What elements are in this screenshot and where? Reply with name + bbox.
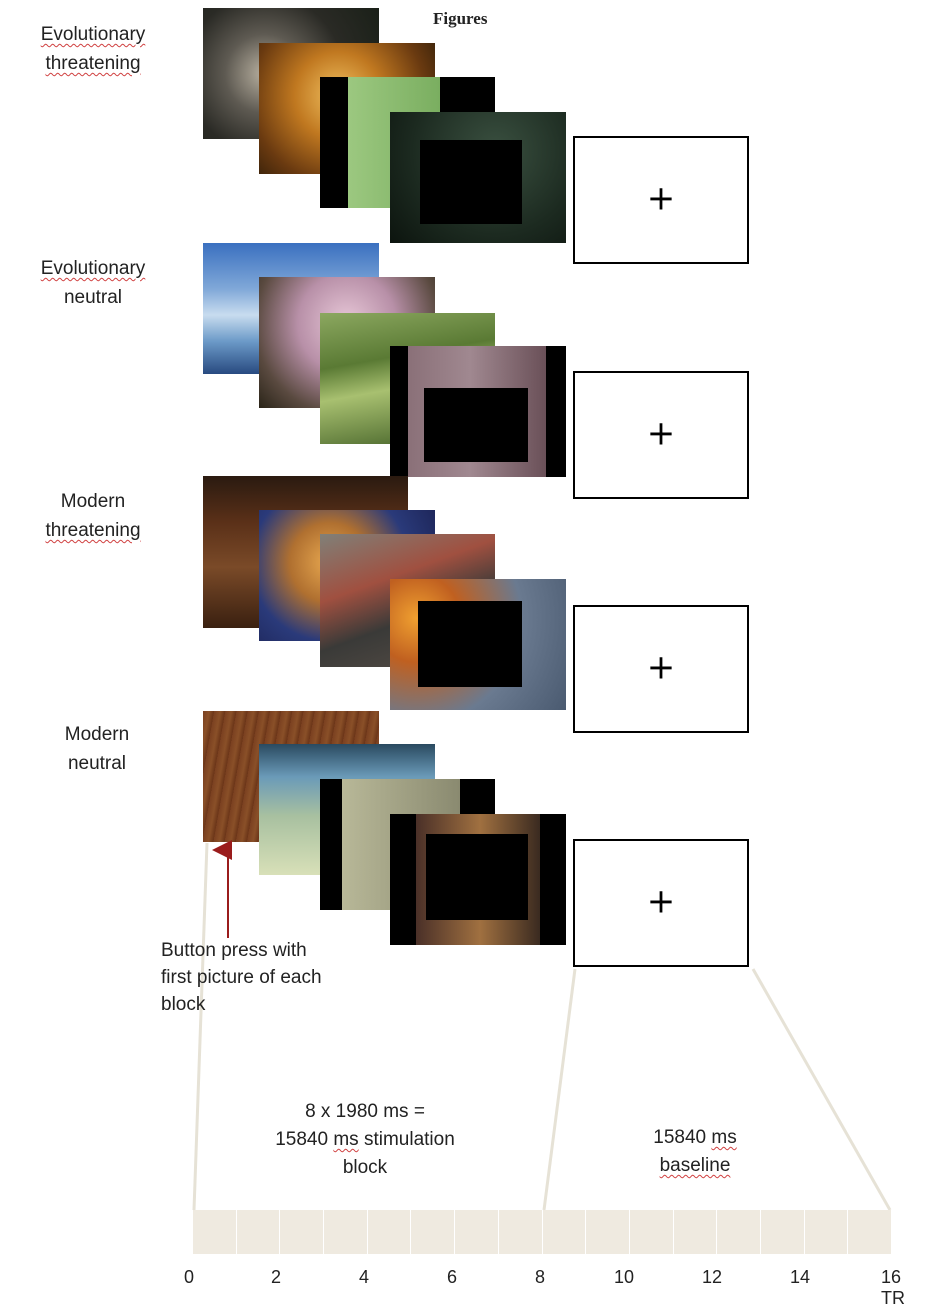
baseline-label: 15840 ms baseline [653, 1127, 737, 1176]
timeline-segment [280, 1210, 325, 1254]
stimulus-image-interior [390, 814, 566, 945]
fixation-cross-box: + [573, 839, 749, 967]
timeline-segment [629, 1210, 674, 1254]
timeline-segment [236, 1210, 281, 1254]
timeline-segment [586, 1210, 630, 1254]
timeline-segment [193, 1210, 237, 1254]
timeline-segment [411, 1210, 456, 1254]
axis-tick-label: 10 [613, 1267, 635, 1287]
stimulus-image-explosion [390, 579, 566, 710]
zoom-line-stim-left [192, 842, 209, 1211]
timeline-segment [455, 1210, 499, 1254]
timeline-segment [804, 1210, 849, 1254]
axis-tick-label: 12 [701, 1267, 723, 1287]
fixation-cross: + [646, 647, 676, 688]
timeline-bar [193, 1210, 891, 1254]
image-mask [420, 140, 522, 224]
stimulus-image-rocky-ground [390, 346, 566, 477]
figure-title: Figures [433, 9, 488, 28]
zoom-line-base-right [751, 968, 892, 1211]
axis-tick-label: 0 [183, 1267, 195, 1287]
timeline-segment [848, 1210, 891, 1254]
axis-tick-label: 6 [446, 1267, 458, 1287]
timeline-segment [367, 1210, 412, 1254]
fixation-cross-box: + [573, 605, 749, 733]
timeline-segment [760, 1210, 805, 1254]
timeline-segment [717, 1210, 761, 1254]
axis-tick-label: 4 [358, 1267, 370, 1287]
button-press-note: Button press with first picture of each … [161, 940, 322, 1015]
timeline-segment [498, 1210, 543, 1254]
image-mask [426, 834, 528, 920]
stimulus-image-snake-dark [390, 112, 566, 243]
axis-tick-label: 2 [270, 1267, 282, 1287]
fixation-cross-box: + [573, 371, 749, 499]
fixation-cross: + [646, 413, 676, 454]
fixation-cross-box: + [573, 136, 749, 264]
timeline-segment [673, 1210, 718, 1254]
image-mask [424, 388, 528, 462]
axis-tick-label: 8 [534, 1267, 546, 1287]
image-mask [418, 601, 522, 687]
fixation-cross: + [646, 178, 676, 219]
fixation-cross: + [646, 881, 676, 922]
timeline-segment [542, 1210, 587, 1254]
zoom-line-stim-right [542, 968, 577, 1211]
stimulation-block-label: 8 x 1980 ms = 15840 ms stimulation block [275, 1101, 455, 1178]
timeline-segment [324, 1210, 368, 1254]
axis-tick-label-last: 16 TR [881, 1267, 905, 1308]
axis-tick-label: 14 [789, 1267, 811, 1287]
